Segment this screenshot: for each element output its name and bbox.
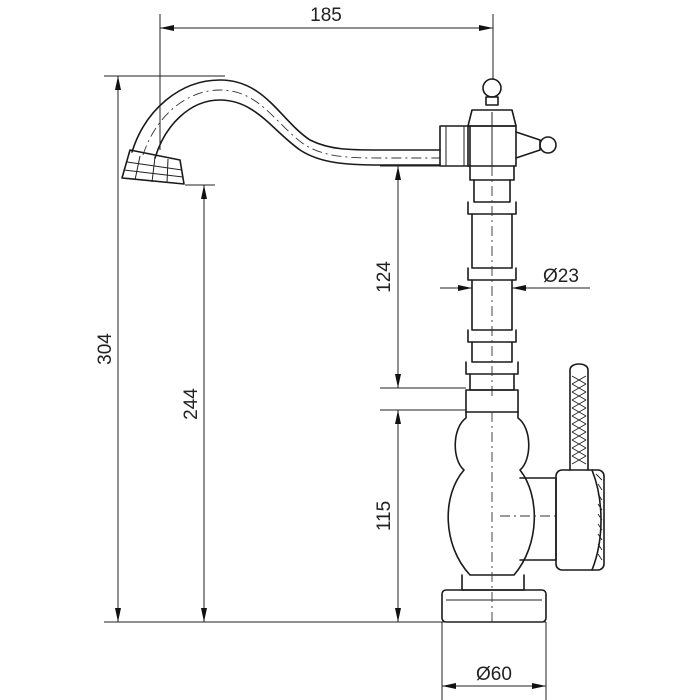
dim-spout-height: 244 — [181, 184, 215, 622]
spout — [131, 79, 441, 153]
dim-base-diameter: Ø60 — [441, 622, 547, 700]
top-finial — [467, 78, 557, 167]
lever-handle — [500, 363, 605, 571]
dim-spout-height-label: 244 — [181, 388, 202, 420]
dim-overall-reach-label: 185 — [310, 5, 342, 26]
dim-base-diameter-label: Ø60 — [476, 664, 512, 685]
dim-overall-height: 304 — [95, 75, 225, 622]
column — [465, 165, 519, 400]
dim-column-diameter: Ø23 — [440, 266, 590, 291]
lower-body — [441, 389, 547, 623]
dim-body-to-spout-label: 124 — [374, 261, 395, 293]
faucet-outline — [121, 78, 605, 623]
dim-base-height-label: 115 — [374, 501, 395, 531]
spout-centerline — [142, 89, 440, 159]
dim-overall-reach: 185 — [159, 5, 494, 150]
spout-collar — [439, 125, 471, 167]
dim-column-diameter-label: Ø23 — [543, 266, 579, 287]
dim-base-height: 115 — [374, 409, 466, 622]
spout-inner — [154, 99, 441, 166]
dim-overall-height-label: 304 — [95, 333, 116, 365]
dim-body-to-spout: 124 — [374, 165, 466, 389]
dimension-lines: 185 304 244 124 — [95, 5, 590, 700]
aerator — [121, 149, 185, 185]
